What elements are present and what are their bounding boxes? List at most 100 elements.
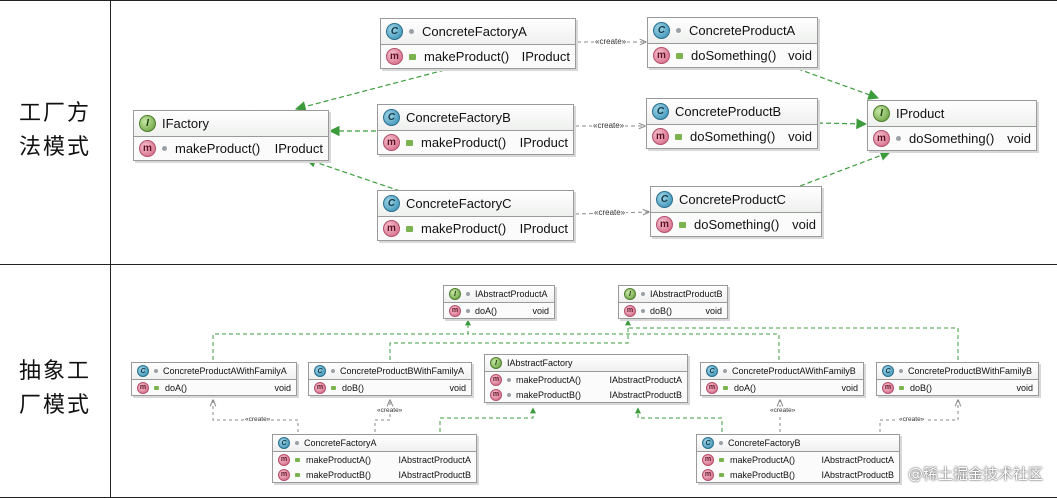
method-name: doA() [734, 382, 757, 393]
method-name: makeProductA() [516, 374, 582, 385]
abstract-dot-icon [162, 146, 167, 151]
method-icon: m [490, 373, 502, 386]
factory-method-label: 工厂方 法模式 [4, 97, 106, 165]
return-type: void [788, 48, 812, 63]
uml-header: C ConcreteFactoryC [378, 191, 573, 217]
method-name: makeProduct() [175, 141, 261, 156]
return-type: IProduct [519, 221, 568, 236]
method-icon: m [490, 388, 502, 401]
create-label-af-3: «create» [769, 407, 797, 414]
return-type: IProduct [519, 135, 568, 150]
uml-abstract-concrete-factory-b[interactable]: C ConcreteFactoryB m makeProductA() IAbs… [696, 434, 900, 483]
uml-header: I IAbstractProductB [619, 286, 727, 303]
method-name: doB() [342, 382, 365, 393]
visibility-dot-icon [295, 441, 299, 445]
class-icon: C [702, 437, 714, 449]
public-lock-icon [723, 385, 728, 390]
method-icon: m [449, 304, 461, 317]
method-icon: m [386, 48, 403, 65]
uml-header: C ConcreteFactoryB [378, 105, 573, 131]
return-type: IAbstractProductB [609, 389, 682, 400]
method-name: doA() [165, 382, 188, 393]
public-lock-icon [676, 52, 683, 59]
method-row: m doA() void [132, 380, 296, 395]
uml-product-b-family-a[interactable]: C ConcreteProductBWithFamilyA m doB() vo… [308, 362, 472, 396]
uml-concrete-product-c[interactable]: C ConcreteProductC m doSomething() void [650, 186, 822, 237]
method-name: doSomething() [694, 217, 780, 232]
uml-concrete-factory-c[interactable]: C ConcreteFactoryC m makeProduct() IProd… [377, 190, 574, 241]
method-name: doSomething() [909, 131, 995, 146]
method-row: m makeProduct() IProduct [378, 217, 573, 240]
uml-concrete-product-a[interactable]: C ConcreteProductA m doSomething() void [647, 17, 818, 68]
uml-iabstract-product-a[interactable]: I IAbstractProductA m doA() void [443, 285, 555, 319]
top-rule [0, 0, 1057, 1]
method-row: m makeProductA() IAbstractProductA [273, 452, 476, 467]
uml-concrete-product-b[interactable]: C ConcreteProductB m doSomething() void [646, 98, 818, 149]
method-name: makeProduct() [421, 221, 507, 236]
public-lock-icon [719, 457, 724, 462]
label-line-2: 厂模式 [18, 393, 91, 418]
visibility-dot-icon [466, 292, 470, 296]
class-name: ConcreteFactoryA [304, 438, 377, 448]
method-row: m makeProduct() IProduct [134, 137, 328, 160]
abstract-dot-icon [641, 308, 645, 313]
return-type: void [841, 382, 858, 393]
class-name: IAbstractProductA [475, 289, 548, 299]
method-name: makeProductB() [730, 469, 796, 480]
public-lock-icon [679, 221, 686, 228]
class-icon: C [656, 191, 673, 208]
class-name: ConcreteProductB [675, 104, 782, 119]
class-icon: C [383, 195, 400, 212]
abstract-dot-icon [896, 136, 901, 141]
uml-iproduct[interactable]: I IProduct m doSomething() void [867, 100, 1037, 151]
method-icon: m [137, 381, 149, 394]
public-lock-icon [295, 457, 300, 462]
return-type: IProduct [274, 141, 323, 156]
method-row: m doSomething() void [651, 213, 821, 236]
uml-header: C ConcreteProductB [647, 99, 817, 125]
interface-icon: I [139, 115, 156, 132]
class-name: IProduct [896, 106, 945, 121]
method-icon: m [314, 381, 326, 394]
return-type: void [705, 305, 722, 316]
return-type: IAbstractProductA [609, 374, 682, 385]
class-name: ConcreteProductC [679, 192, 786, 207]
method-name: doSomething() [691, 48, 777, 63]
uml-abstract-concrete-factory-a[interactable]: C ConcreteFactoryA m makeProductA() IAbs… [272, 434, 477, 483]
return-type: IAbstractProductA [398, 454, 471, 465]
method-row: m doB() void [619, 303, 727, 318]
visibility-dot-icon [331, 369, 335, 373]
class-icon: C [882, 365, 894, 377]
return-type: void [788, 129, 812, 144]
return-type: void [274, 382, 291, 393]
watermark: @稀土掘金技术社区 [907, 465, 1043, 483]
uml-iabstract-factory[interactable]: I IAbstractFactory m makeProductA() IAbs… [484, 354, 688, 403]
return-type: IAbstractProductA [821, 454, 894, 465]
create-label-a: «create» [594, 37, 628, 46]
uml-ifactory[interactable]: I IFactory m makeProduct() IProduct [133, 110, 329, 161]
class-name: IFactory [162, 116, 209, 131]
method-icon: m [383, 134, 400, 151]
uml-product-a-family-b[interactable]: C ConcreteProductAWithFamilyB m doA() vo… [700, 362, 864, 396]
uml-iabstract-product-b[interactable]: I IAbstractProductB m doB() void [618, 285, 728, 319]
create-label-b: «create» [592, 121, 626, 130]
uml-concrete-factory-b[interactable]: C ConcreteFactoryB m makeProduct() IProd… [377, 104, 574, 155]
uml-header: C ConcreteProductAWithFamilyB [701, 363, 863, 380]
uml-product-b-family-b[interactable]: C ConcreteProductBWithFamilyB m doB() vo… [876, 362, 1039, 396]
method-row: m makeProductB() IAbstractProductB [485, 387, 687, 402]
method-name: makeProductA() [730, 454, 796, 465]
uml-header: I IAbstractProductA [444, 286, 554, 303]
uml-concrete-factory-a[interactable]: C ConcreteFactoryA m makeProduct() IProd… [380, 18, 576, 69]
class-name: IAbstractFactory [507, 358, 573, 368]
visibility-dot-icon [899, 369, 903, 373]
interface-icon: I [624, 288, 636, 300]
interface-icon: I [449, 288, 461, 300]
interface-icon: I [490, 357, 502, 369]
class-icon: C [652, 103, 669, 120]
public-lock-icon [331, 385, 336, 390]
method-icon: m [656, 216, 673, 233]
uml-header: C ConcreteProductA [648, 18, 817, 44]
uml-product-a-family-a[interactable]: C ConcreteProductAWithFamilyA m doA() vo… [131, 362, 297, 396]
method-row: m makeProductA() IAbstractProductA [697, 452, 899, 467]
public-lock-icon [154, 385, 159, 390]
